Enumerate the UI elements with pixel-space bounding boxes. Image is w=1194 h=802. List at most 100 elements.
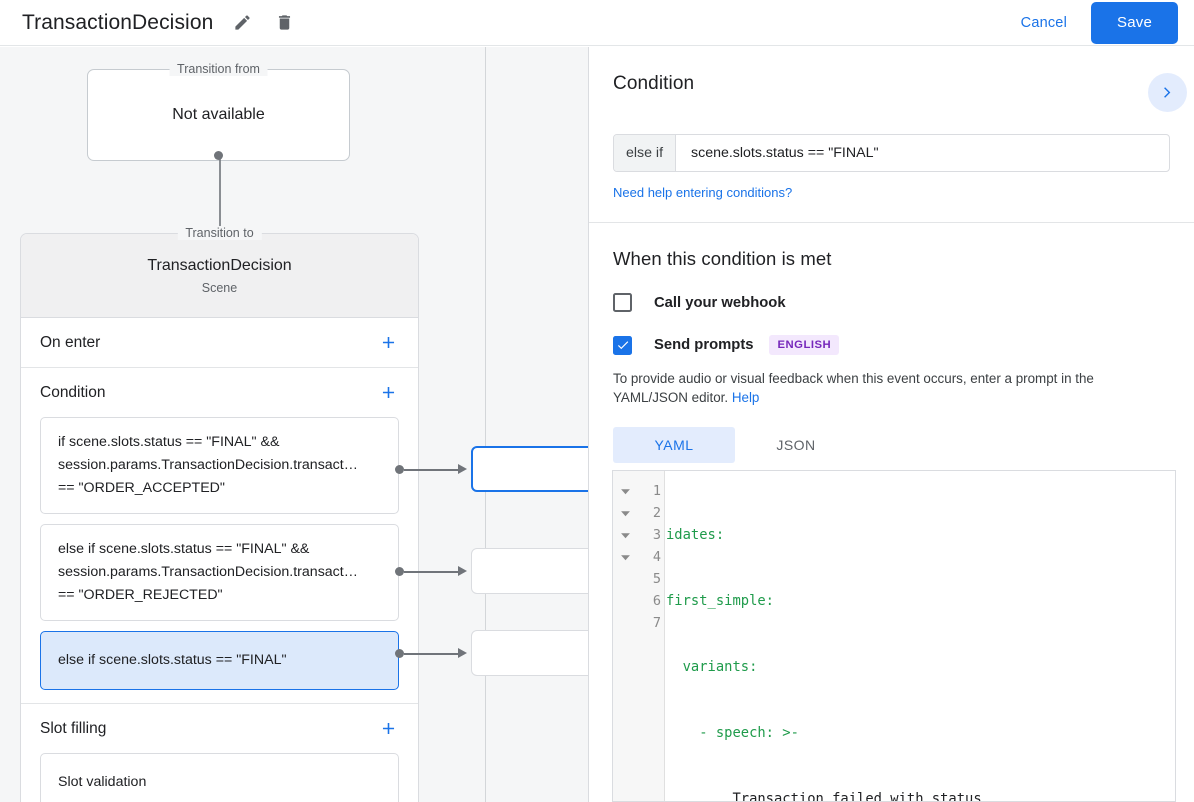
delete-button[interactable]: [269, 8, 299, 38]
add-slot-filling-button[interactable]: [376, 717, 400, 741]
condition-prefix-label: else if: [614, 135, 676, 171]
add-condition-button[interactable]: [376, 381, 400, 405]
when-condition-met-section: When this condition is met Call your web…: [589, 223, 1194, 463]
send-prompts-checkbox[interactable]: [613, 335, 632, 355]
fold-toggle-2[interactable]: [613, 502, 638, 524]
page-title: TransactionDecision: [22, 10, 214, 34]
code-line: variants:: [666, 659, 758, 675]
condition-item-1[interactable]: if scene.slots.status == "FINAL" && sess…: [40, 417, 399, 514]
chevron-right-icon: [1164, 87, 1171, 98]
condition-item-1-line-3: == "ORDER_ACCEPTED": [58, 480, 225, 496]
condition-expression-input[interactable]: scene.slots.status == "FINAL": [691, 145, 879, 161]
code-line: first_simple:: [666, 593, 774, 609]
save-button[interactable]: Save: [1091, 1, 1178, 44]
condition-1-edge: [404, 469, 460, 471]
chevron-down-icon: [621, 554, 630, 560]
editor-fold-column: [613, 471, 638, 801]
when-condition-met-title: When this condition is met: [613, 248, 832, 269]
code-line: idates:: [666, 527, 725, 543]
condition-header-row: Condition: [613, 73, 1187, 112]
line-number: 7: [652, 615, 661, 631]
condition-item-3[interactable]: else if scene.slots.status == "FINAL": [40, 631, 399, 690]
transition-to-name: TransactionDecision: [147, 256, 292, 274]
line-number: 2: [652, 505, 661, 521]
condition-2-out-dot: [395, 567, 404, 576]
webhook-row: Call your webhook: [613, 293, 1170, 312]
condition-item-2-line-3: == "ORDER_REJECTED": [58, 587, 223, 603]
pencil-icon: [235, 15, 250, 30]
condition-item-2[interactable]: else if scene.slots.status == "FINAL" &&…: [40, 524, 399, 621]
call-webhook-label: Call your webhook: [654, 294, 786, 311]
section-title-slot-filling: Slot filling: [40, 719, 107, 737]
section-title-condition: Condition: [40, 383, 106, 401]
plus-icon: [382, 336, 394, 349]
chevron-down-icon: [621, 488, 630, 494]
panel-title: Condition: [613, 73, 695, 94]
checkmark-icon: [617, 341, 628, 350]
chevron-down-icon: [621, 510, 630, 516]
condition-help-link[interactable]: Need help entering conditions?: [613, 185, 793, 200]
chevron-down-icon: [621, 532, 630, 538]
section-title-on-enter: On enter: [40, 333, 101, 351]
top-bar: TransactionDecision Cancel Save: [0, 0, 1194, 46]
prompts-description: To provide audio or visual feedback when…: [613, 369, 1169, 407]
condition-1-arrowhead: [458, 464, 467, 474]
line-number: 1: [652, 483, 661, 499]
condition-3-arrowhead: [458, 648, 467, 658]
language-badge: ENGLISH: [769, 335, 840, 355]
condition-3-out-dot: [395, 649, 404, 658]
prompts-help-link[interactable]: Help: [731, 390, 760, 405]
tab-yaml[interactable]: YAML: [613, 427, 735, 463]
line-number: 4: [652, 549, 661, 565]
condition-item-2-line-1: else if scene.slots.status == "FINAL" &&: [58, 541, 310, 557]
line-number: 6: [652, 593, 661, 609]
condition-item-3-line-1: else if scene.slots.status == "FINAL": [58, 652, 287, 668]
code-line: Transaction failed with status: [666, 791, 982, 801]
plus-icon: [382, 386, 394, 399]
send-prompts-label: Send prompts: [654, 337, 754, 353]
fold-toggle-4[interactable]: [613, 546, 638, 568]
transition-from-legend: Transition from: [169, 62, 268, 76]
send-prompts-row: Send prompts ENGLISH: [613, 335, 1170, 355]
fold-toggle-1[interactable]: [613, 480, 638, 502]
tab-json[interactable]: JSON: [776, 437, 816, 453]
condition-1-out-dot: [395, 465, 404, 474]
line-number: 5: [652, 571, 661, 587]
scene-details-card: Transition to TransactionDecision Scene …: [20, 226, 419, 802]
call-webhook-checkbox[interactable]: [613, 293, 632, 312]
transition-to-legend: Transition to: [177, 226, 262, 240]
add-on-enter-button[interactable]: [376, 331, 400, 355]
transition-from-value: Not available: [172, 106, 265, 123]
condition-2-edge: [404, 571, 460, 573]
edit-button[interactable]: [227, 8, 257, 38]
transition-to-card: Transition to TransactionDecision Scene: [21, 226, 418, 318]
condition-3-edge: [404, 653, 460, 655]
prompts-description-text: To provide audio or visual feedback when…: [613, 371, 1094, 405]
condition-item-2-line-2: session.params.TransactionDecision.trans…: [58, 564, 358, 580]
transition-from-card: Transition from Not available: [87, 62, 350, 161]
condition-item-1-line-1: if scene.slots.status == "FINAL" &&: [58, 434, 280, 450]
editor-format-tabs: YAML JSON: [613, 427, 1170, 463]
canvas-guide-line: [485, 47, 486, 802]
fold-toggle-3[interactable]: [613, 524, 638, 546]
section-on-enter: On enter: [21, 318, 418, 368]
slot-filling-item-1-line-1: Slot validation: [58, 774, 147, 790]
section-header-condition: Condition: [21, 368, 418, 417]
code-line: - speech: >-: [666, 725, 799, 741]
condition-item-1-line-2: session.params.TransactionDecision.trans…: [58, 457, 358, 473]
cancel-button[interactable]: Cancel: [1007, 6, 1081, 40]
transition-from-connector-dot: [214, 151, 223, 160]
trash-icon: [278, 15, 290, 30]
transition-to-subtitle: Scene: [201, 280, 238, 295]
section-header-slot-filling: Slot filling: [21, 704, 418, 753]
yaml-editor[interactable]: 1 2 3 4 5 6 7 idates: first_simple: vari…: [612, 470, 1176, 802]
next-button[interactable]: [1148, 73, 1187, 112]
line-number: 3: [652, 527, 661, 543]
section-header-on-enter: On enter: [21, 318, 418, 367]
slot-filling-item-1[interactable]: Slot validation: [40, 753, 399, 802]
section-condition: Condition if scene.slots.status == "FINA…: [21, 368, 418, 704]
condition-input-row[interactable]: else if scene.slots.status == "FINAL": [613, 134, 1170, 172]
editor-code-area[interactable]: idates: first_simple: variants: - speech…: [665, 471, 1175, 801]
section-slot-filling: Slot filling Slot validation: [21, 704, 418, 802]
editor-line-numbers: 1 2 3 4 5 6 7: [638, 471, 665, 801]
